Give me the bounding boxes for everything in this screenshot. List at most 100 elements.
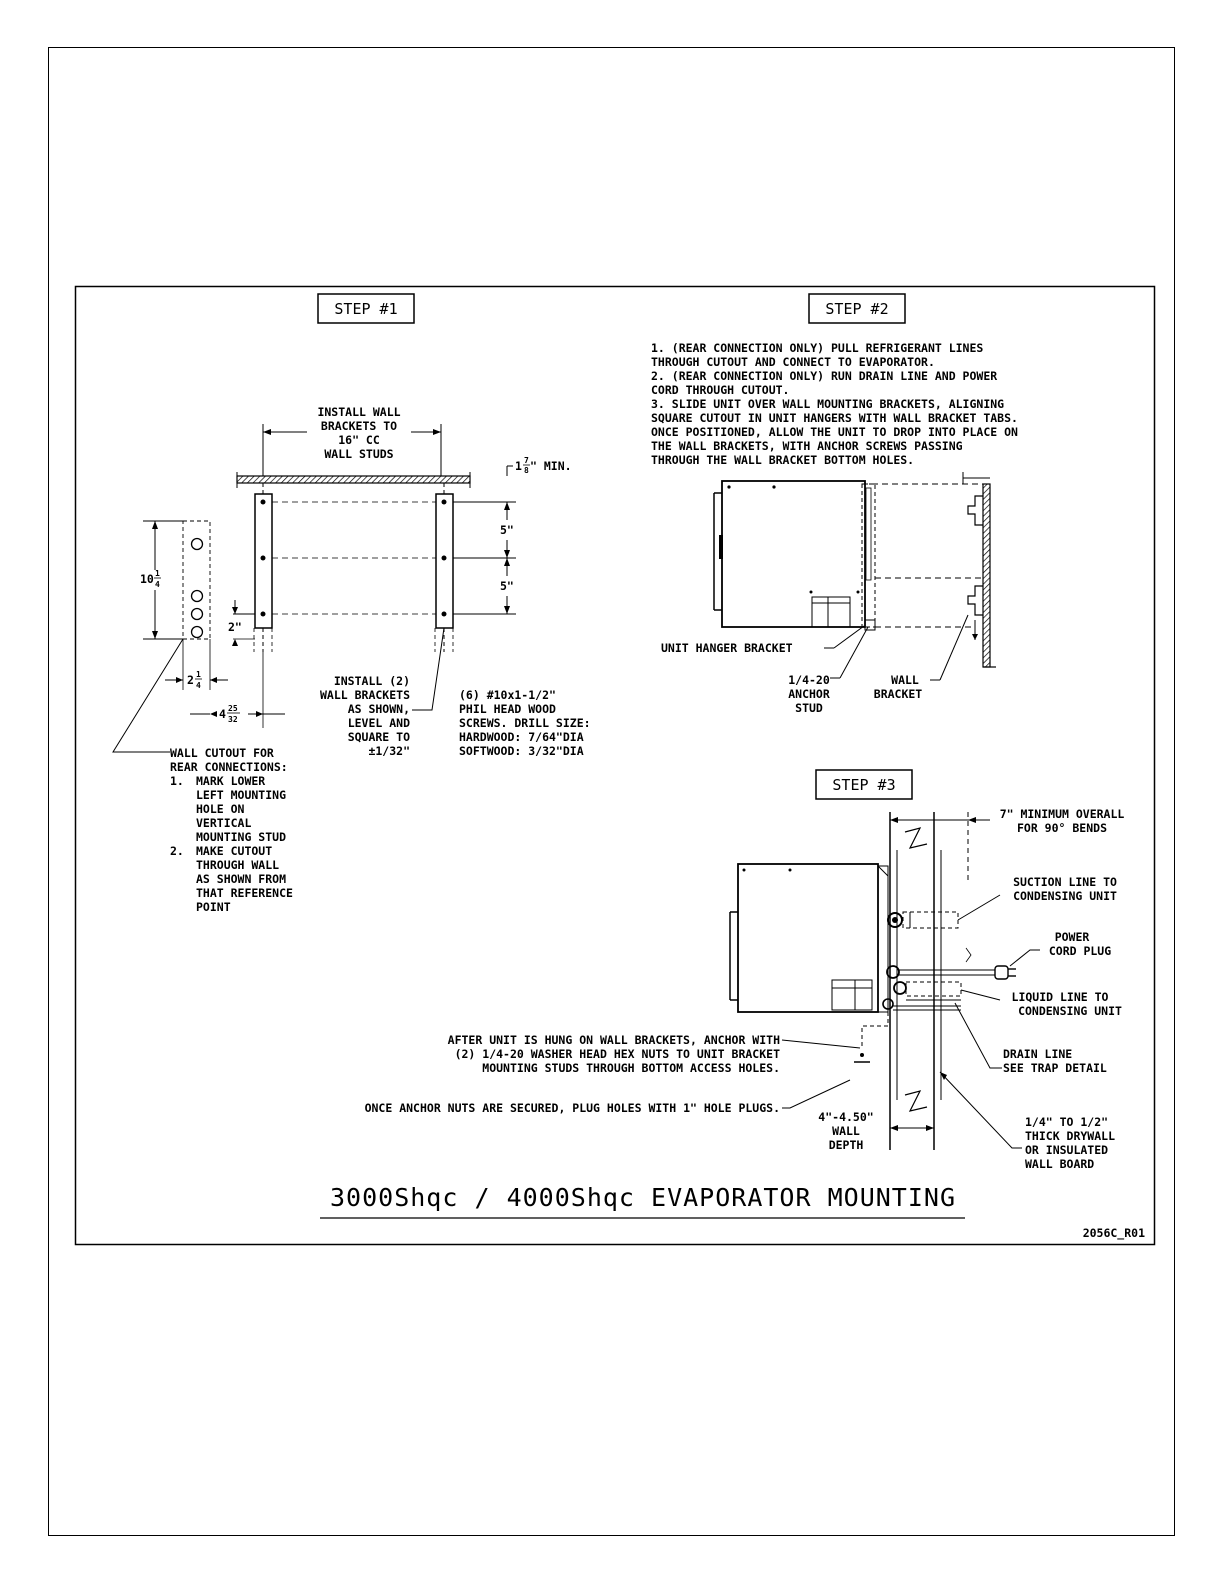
anchor-stud-label: 1/4-20 ANCHOR STUD [788,673,830,715]
power-cord-label: POWER CORD PLUG [1049,930,1111,958]
svg-text:REAR CONNECTIONS:: REAR CONNECTIONS: [170,760,288,774]
step2-instructions: 1. (REAR CONNECTION ONLY) PULL REFRIGERA… [651,341,1018,467]
svg-text:1/4-20: 1/4-20 [788,673,830,687]
left-wall-bracket [254,493,273,629]
svg-text:16" CC: 16" CC [338,433,380,447]
svg-text:CORD PLUG: CORD PLUG [1049,944,1111,958]
min-dim-suffix: " MIN. [530,459,572,473]
screws-note: (6) #10x1-1/2" PHIL HEAD WOOD SCREWS. DR… [459,688,591,758]
svg-text:ANCHOR: ANCHOR [788,687,830,701]
svg-text:WALL STUDS: WALL STUDS [324,447,393,461]
svg-text:SEE TRAP DETAIL: SEE TRAP DETAIL [1003,1061,1107,1075]
right-wall-bracket [435,493,454,629]
svg-text:WALL CUTOUT FOR: WALL CUTOUT FOR [170,746,274,760]
step1-label-box [317,293,415,324]
svg-text:VERTICAL: VERTICAL [196,816,251,830]
svg-text:2. (REAR CONNECTION ONLY) RUN: 2. (REAR CONNECTION ONLY) RUN DRAIN LINE… [651,369,997,383]
svg-text:SOFTWOOD: 3/32"DIA: SOFTWOOD: 3/32"DIA [459,744,584,758]
plug-note: ONCE ANCHOR NUTS ARE SECURED, PLUG HOLES… [365,1101,780,1115]
min-dim-whole: 1 [515,459,522,473]
svg-text:POINT: POINT [196,900,231,914]
evaporator-unit-step2 [721,480,866,628]
min-overall-note: 7" MINIMUM OVERALL FOR 90° BENDS [1000,807,1125,835]
svg-text:MAKE CUTOUT: MAKE CUTOUT [196,844,272,858]
dim-5-lower: 5" [500,579,514,593]
dim-2q-whole: 2 [187,673,194,687]
top-plate [236,475,471,484]
svg-text:SCREWS. DRILL SIZE:: SCREWS. DRILL SIZE: [459,716,591,730]
svg-text:SQUARE TO: SQUARE TO [348,730,410,744]
dim-2: 2" [228,620,242,634]
step3-label-box [815,769,913,800]
liquid-line-label: LIQUID LINE TO CONDENSING UNIT [1012,990,1122,1018]
screw-holes [260,499,447,617]
svg-text:CONDENSING UNIT: CONDENSING UNIT [1018,1004,1122,1018]
dim-10-whole: 10 [140,572,154,586]
drawing-number: 2056C_R01 [1083,1226,1145,1241]
svg-text:STUD: STUD [795,701,823,715]
dim-4-whole: 4 [219,707,226,721]
svg-text:1/4" TO 1/2": 1/4" TO 1/2" [1025,1115,1108,1129]
dim-2q-den: 4 [196,681,201,690]
step2-wall [982,483,991,668]
evaporator-unit-step3 [737,863,879,1013]
step3-label: STEP #3 [832,776,895,794]
svg-text:2.: 2. [170,844,184,858]
drawing-frame [74,285,1156,1246]
step1-section: STEP #1 INSTALL WALL BRACKETS TO 16" CC … [112,293,591,914]
install-two-brackets-note: INSTALL (2) WALL BRACKETS AS SHOWN, LEVE… [320,674,410,758]
svg-text:AS SHOWN FROM: AS SHOWN FROM [196,872,286,886]
svg-text:HOLE ON: HOLE ON [196,802,245,816]
svg-text:MOUNTING STUDS THROUGH BOTTOM: MOUNTING STUDS THROUGH BOTTOM ACCESS HOL… [482,1061,780,1075]
step3-section: STEP #3 7" MINIMUM OVERALL FOR 90° BENDS [365,769,1125,1171]
svg-text:LIQUID LINE TO: LIQUID LINE TO [1012,990,1109,1004]
svg-text:1. (REAR CONNECTION ONLY) PULL: 1. (REAR CONNECTION ONLY) PULL REFRIGERA… [651,341,983,355]
svg-text:OR INSULATED: OR INSULATED [1025,1143,1108,1157]
svg-text:DEPTH: DEPTH [829,1138,864,1152]
svg-text:PHIL HEAD WOOD: PHIL HEAD WOOD [459,702,556,716]
install-wall-brackets-note: INSTALL WALL BRACKETS TO 16" CC WALL STU… [317,405,400,461]
svg-text:THE WALL BRACKETS, WITH ANCHOR: THE WALL BRACKETS, WITH ANCHOR SCREWS PA… [651,439,963,453]
svg-text:(6) #10x1-1/2": (6) #10x1-1/2" [459,688,556,702]
svg-text:4"-4.50": 4"-4.50" [818,1110,873,1124]
dim-4-num: 25 [228,704,238,713]
svg-text:INSTALL WALL: INSTALL WALL [317,405,400,419]
svg-text:1.: 1. [170,774,184,788]
drawing-title: 3000Shqc / 4000Shqc EVAPORATOR MOUNTING [330,1183,956,1212]
svg-text:LEFT MOUNTING: LEFT MOUNTING [196,788,286,802]
min-dim-num: 7 [524,456,529,465]
svg-text:CONDENSING UNIT: CONDENSING UNIT [1013,889,1117,903]
svg-text:±1/32": ±1/32" [368,744,410,758]
svg-text:SUCTION LINE TO: SUCTION LINE TO [1013,875,1117,889]
anchor-note: AFTER UNIT IS HUNG ON WALL BRACKETS, ANC… [448,1033,780,1075]
step2-section: STEP #2 1. (REAR CONNECTION ONLY) PULL R… [651,293,1018,715]
svg-text:LEVEL AND: LEVEL AND [348,716,410,730]
svg-text:THROUGH CUTOUT AND CONNECT TO: THROUGH CUTOUT AND CONNECT TO EVAPORATOR… [651,355,935,369]
dim-5-upper: 5" [500,523,514,537]
svg-text:WALL: WALL [832,1124,860,1138]
svg-text:ONCE POSITIONED, ALLOW THE UNI: ONCE POSITIONED, ALLOW THE UNIT TO DROP … [651,425,1018,439]
svg-text:WALL: WALL [891,673,919,687]
svg-text:THAT REFERENCE: THAT REFERENCE [196,886,293,900]
svg-text:MARK LOWER: MARK LOWER [196,774,265,788]
wall-depth-label: 4"-4.50" WALL DEPTH [818,1110,873,1152]
dim-10-den: 4 [155,580,160,589]
svg-text:THROUGH WALL: THROUGH WALL [196,858,279,872]
svg-text:SQUARE CUTOUT IN UNIT HANGERS: SQUARE CUTOUT IN UNIT HANGERS WITH WALL … [651,411,1018,425]
svg-text:AFTER UNIT IS HUNG ON WALL BRA: AFTER UNIT IS HUNG ON WALL BRACKETS, ANC… [448,1033,780,1047]
svg-text:HARDWOOD: 7/64"DIA: HARDWOOD: 7/64"DIA [459,730,584,744]
svg-text:(2) 1/4-20 WASHER HEAD HEX NUT: (2) 1/4-20 WASHER HEAD HEX NUTS TO UNIT … [455,1047,780,1061]
svg-text:WALL BRACKETS: WALL BRACKETS [320,688,410,702]
step2-label: STEP #2 [825,300,888,318]
svg-text:BRACKETS TO: BRACKETS TO [321,419,397,433]
svg-text:DRAIN LINE: DRAIN LINE [1003,1047,1072,1061]
svg-text:CORD THROUGH CUTOUT.: CORD THROUGH CUTOUT. [651,383,789,397]
svg-text:THICK DRYWALL: THICK DRYWALL [1025,1129,1115,1143]
drain-line-label: DRAIN LINE SEE TRAP DETAIL [1003,1047,1107,1075]
svg-text:INSTALL (2): INSTALL (2) [334,674,410,688]
svg-text:FOR 90° BENDS: FOR 90° BENDS [1017,821,1107,835]
dim-4-den: 32 [228,715,238,724]
step1-label: STEP #1 [334,300,397,318]
step2-label-box [808,293,906,324]
